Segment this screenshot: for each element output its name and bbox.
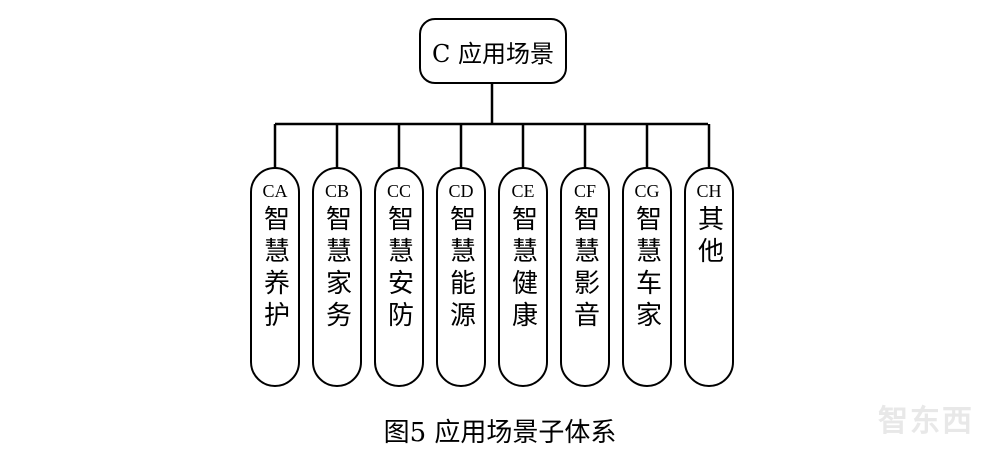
node-label: 智慧健康 bbox=[512, 205, 539, 331]
node-label: 智慧影音 bbox=[574, 205, 601, 331]
node-code: CG bbox=[634, 181, 660, 201]
watermark-logo: 智东西 bbox=[878, 404, 974, 439]
node-label: 智慧养护 bbox=[264, 205, 291, 331]
node-cb: CB 智慧家务 bbox=[312, 167, 362, 387]
node-ca: CA 智慧养护 bbox=[250, 167, 300, 387]
node-ch: CH 其他 bbox=[684, 167, 734, 387]
branch-drops bbox=[273, 124, 711, 168]
node-cf: CF 智慧影音 bbox=[560, 167, 610, 387]
node-label: 智慧能源 bbox=[450, 205, 477, 331]
node-code: CH bbox=[696, 181, 722, 201]
root-node-label: C 应用场景 bbox=[432, 39, 554, 68]
node-cd: CD 智慧能源 bbox=[436, 167, 486, 387]
figure-caption: 图5 应用场景子体系 bbox=[383, 418, 617, 448]
node-code: CE bbox=[511, 181, 535, 201]
node-label: 智慧家务 bbox=[326, 205, 353, 331]
node-code: CF bbox=[573, 181, 597, 201]
node-code: CA bbox=[262, 181, 288, 201]
node-label: 智慧安防 bbox=[388, 205, 415, 331]
root-node: C 应用场景 bbox=[419, 18, 567, 84]
node-code: CD bbox=[448, 181, 474, 201]
node-label: 智慧车家 bbox=[636, 205, 663, 331]
node-cg: CG 智慧车家 bbox=[622, 167, 672, 387]
node-code: CB bbox=[324, 181, 349, 201]
node-ce: CE 智慧健康 bbox=[498, 167, 548, 387]
node-code: CC bbox=[386, 181, 411, 201]
node-label: 其他 bbox=[698, 205, 725, 267]
node-cc: CC 智慧安防 bbox=[374, 167, 424, 387]
